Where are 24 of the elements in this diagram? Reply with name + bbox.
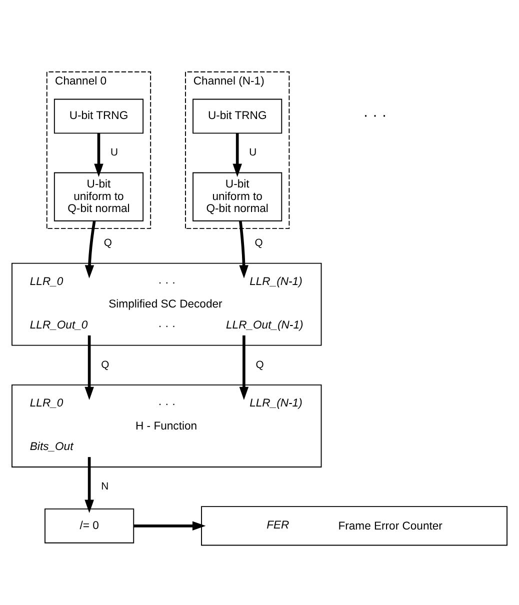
node-box: FER Frame Error Counter [201, 506, 508, 546]
node-box: LLR_0 · · · LLR_(N-1) Simplified SC Decoder LLR_Out_0 · · · LLR_Out_(N-1) [12, 262, 322, 346]
arrow [84, 220, 96, 278]
arrow [134, 520, 206, 530]
arrow [232, 132, 242, 176]
node-box: U-bit TRNG [54, 98, 144, 134]
edge-label: U [110, 147, 118, 158]
node-box: LLR_0 · · · LLR_(N-1) H - Function Bits_Out [12, 384, 322, 467]
node-box: U-bit uniform to Q-bit normal [192, 172, 282, 221]
edge-label: Q [101, 359, 110, 370]
arrow [84, 456, 94, 513]
edge-label: Q [254, 238, 263, 249]
arrow [84, 334, 94, 400]
edge-label: U [249, 147, 257, 158]
edge-label: N [101, 480, 109, 492]
node-box: U-bit TRNG [192, 98, 282, 134]
label: · · · [363, 106, 387, 124]
arrow [239, 220, 248, 278]
node-box: U-bit uniform to Q-bit normal [54, 172, 144, 221]
node-box: /= 0 [44, 508, 134, 543]
edge-label: Q [104, 238, 112, 249]
arrow [94, 132, 104, 176]
edge-label: Q [256, 359, 264, 370]
arrow [239, 334, 249, 400]
